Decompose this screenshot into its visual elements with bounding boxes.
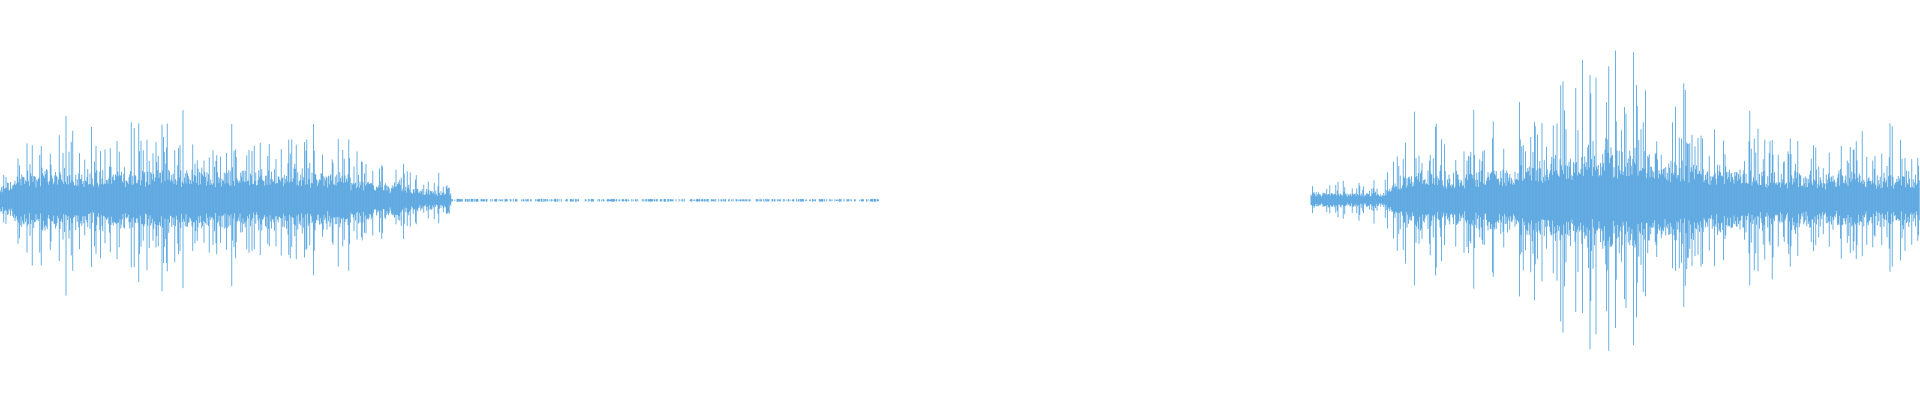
waveform-clip-2 bbox=[1310, 50, 1920, 351]
waveform-clip-1 bbox=[0, 110, 452, 296]
waveform-clip-1-tail bbox=[451, 198, 879, 202]
